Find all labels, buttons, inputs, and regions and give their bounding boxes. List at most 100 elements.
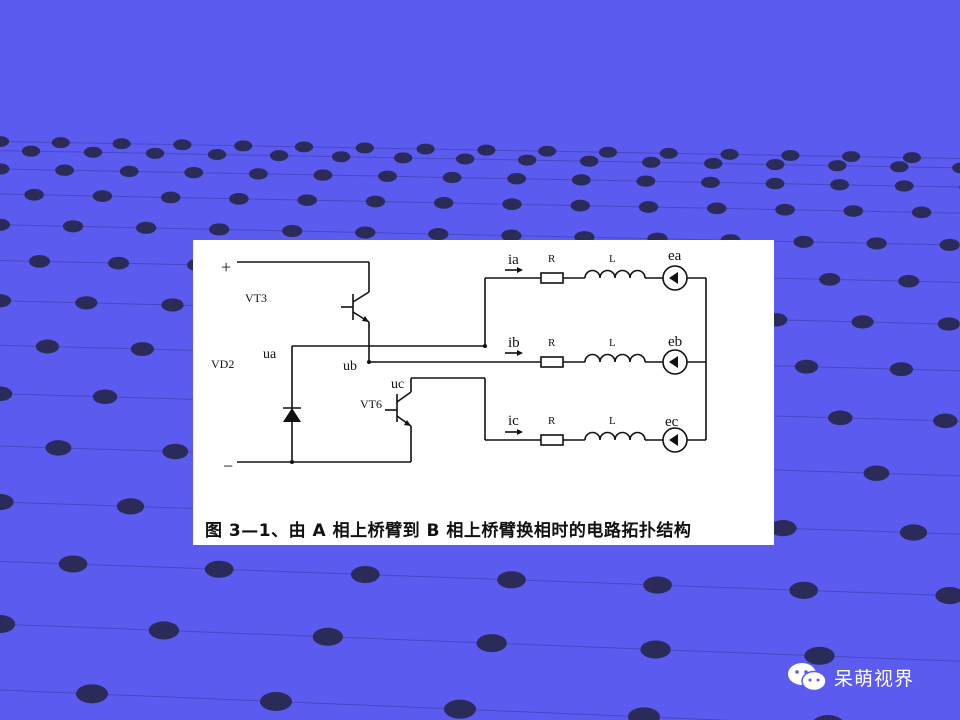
inductor-a: [584, 269, 646, 279]
grid-dot: [0, 386, 13, 402]
grid-dot: [507, 173, 527, 185]
label-plus: +: [221, 257, 231, 277]
circuit-diagram: + − VT3 VD2 VT6 ua ub uc ia ib ic R R R …: [211, 248, 707, 476]
label-vd2: VD2: [211, 357, 234, 371]
grid-dot: [766, 159, 785, 171]
grid-dot: [294, 141, 314, 153]
grid-dot: [935, 587, 960, 605]
grid-dot: [890, 161, 909, 173]
grid-dot: [819, 273, 841, 286]
grid-dot: [331, 151, 351, 163]
grid-dot: [350, 565, 380, 584]
grid-dot: [781, 150, 800, 161]
label-r-a: R: [548, 253, 556, 265]
grid-dot: [659, 147, 678, 159]
grid-dot: [502, 198, 522, 211]
grid-dot: [148, 621, 180, 640]
label-ic: ic: [508, 413, 519, 429]
grid-dot: [720, 148, 739, 160]
grid-dot: [0, 493, 14, 511]
grid-dot: [312, 627, 343, 646]
grid-dot: [580, 155, 599, 167]
grid-dot: [119, 165, 139, 178]
grid-dot: [538, 145, 557, 157]
grid-dot: [476, 634, 507, 653]
grid-dot: [58, 555, 88, 573]
grid-dot: [902, 152, 922, 164]
grid-dot: [598, 146, 618, 158]
inductor-b: [584, 353, 646, 363]
grid-dot: [793, 235, 814, 248]
grid-dot: [393, 152, 413, 164]
grid-dot: [112, 138, 131, 150]
label-ua: ua: [263, 347, 277, 362]
grid-dot: [894, 180, 914, 192]
label-ia: ia: [508, 252, 519, 268]
label-ec: ec: [665, 414, 679, 430]
grid-dot: [952, 162, 960, 174]
grid-dot: [229, 192, 249, 205]
grid-dot: [939, 238, 960, 252]
grid-dot: [628, 707, 660, 720]
grid-dot: [55, 164, 75, 176]
grid-dot: [313, 169, 333, 181]
circuit-figure: + − VT3 VD2 VT6 ua ub uc ia ib ic R R R …: [193, 240, 774, 545]
grid-dot: [21, 145, 41, 157]
grid-dot: [866, 237, 887, 250]
grid-dot: [260, 692, 292, 711]
inductor-c: [584, 431, 646, 441]
grid-dot: [209, 223, 230, 236]
label-r-b: R: [548, 337, 556, 349]
label-eb: eb: [668, 334, 682, 350]
label-ub: ub: [343, 359, 357, 374]
grid-dot: [804, 646, 835, 665]
grid-dot: [775, 203, 795, 216]
grid-dot: [92, 389, 118, 405]
grid-dot: [207, 148, 227, 161]
grid-dot: [184, 166, 204, 179]
grid-dot: [0, 294, 12, 308]
grid-dot: [297, 194, 317, 207]
grid-dot: [51, 137, 70, 149]
grid-dot: [282, 224, 303, 238]
grid-dot: [501, 229, 522, 242]
grid-dot: [477, 144, 496, 156]
grid-dot: [517, 154, 537, 166]
grid-dot: [789, 581, 819, 599]
grid-dot: [0, 615, 16, 634]
grid-dot: [769, 520, 797, 537]
grid-dot: [145, 147, 165, 159]
grid-dot: [794, 359, 819, 374]
label-l-c: L: [609, 415, 616, 427]
grid-dot: [0, 136, 10, 148]
grid-dot: [83, 146, 103, 158]
watermark-text: 呆萌视界: [834, 667, 915, 690]
grid-dot: [911, 206, 932, 219]
grid-dot: [116, 498, 145, 515]
label-l-b: L: [609, 337, 616, 349]
grid-dot: [24, 188, 44, 201]
grid-dot: [378, 170, 397, 182]
grid-dot: [416, 143, 435, 155]
resistor-a: [540, 272, 564, 284]
grid-dot: [933, 413, 958, 429]
grid-dot: [889, 362, 914, 377]
grid-dot: [828, 160, 847, 172]
grid-dot: [248, 168, 268, 180]
grid-dot: [813, 715, 843, 720]
label-l-a: L: [609, 253, 616, 265]
grid-dot: [355, 142, 374, 154]
grid-dot: [204, 560, 234, 578]
grid-dot: [92, 190, 113, 202]
grid-dot: [570, 199, 590, 212]
grid-dot: [636, 175, 656, 187]
grid-dot: [365, 195, 386, 208]
resistor-b: [540, 356, 564, 368]
grid-dot: [497, 571, 526, 589]
grid-dot: [28, 255, 51, 268]
grid-dot: [842, 151, 861, 162]
grid-dot: [643, 576, 672, 594]
label-ea: ea: [668, 248, 682, 264]
grid-dot: [899, 524, 928, 541]
grid-dot: [638, 201, 659, 213]
